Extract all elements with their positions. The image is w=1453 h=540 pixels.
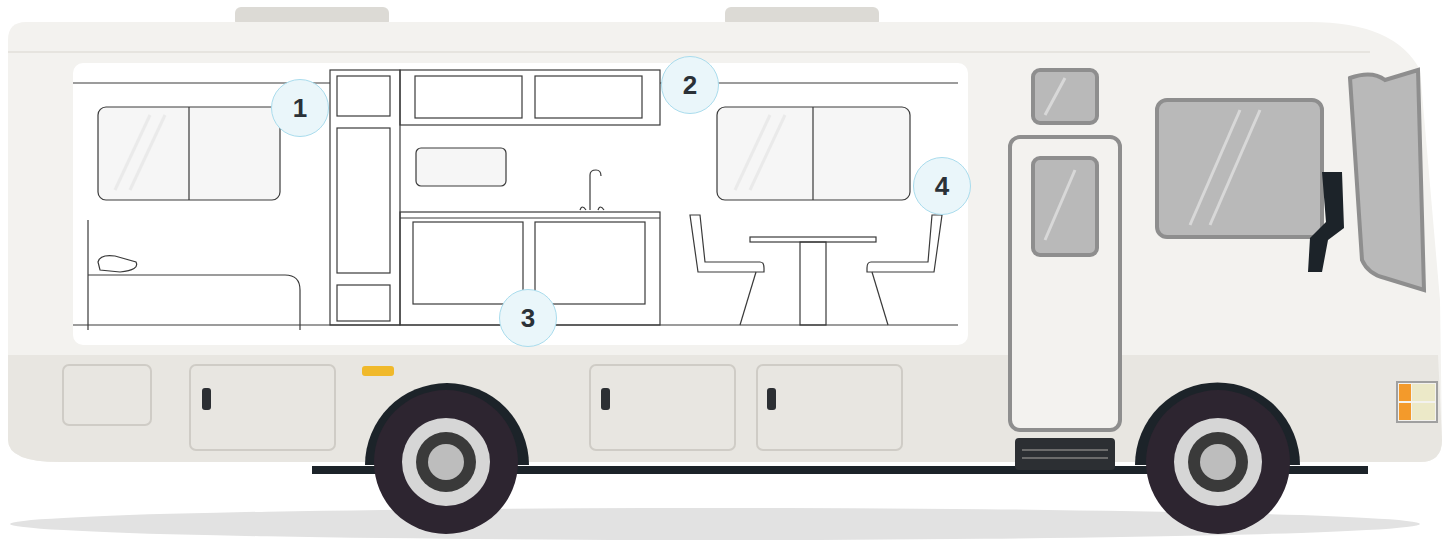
- callout-number: 4: [913, 157, 971, 215]
- callout-number: 1: [271, 79, 329, 137]
- callout-number: 2: [661, 56, 719, 114]
- callout-number: 3: [499, 289, 557, 347]
